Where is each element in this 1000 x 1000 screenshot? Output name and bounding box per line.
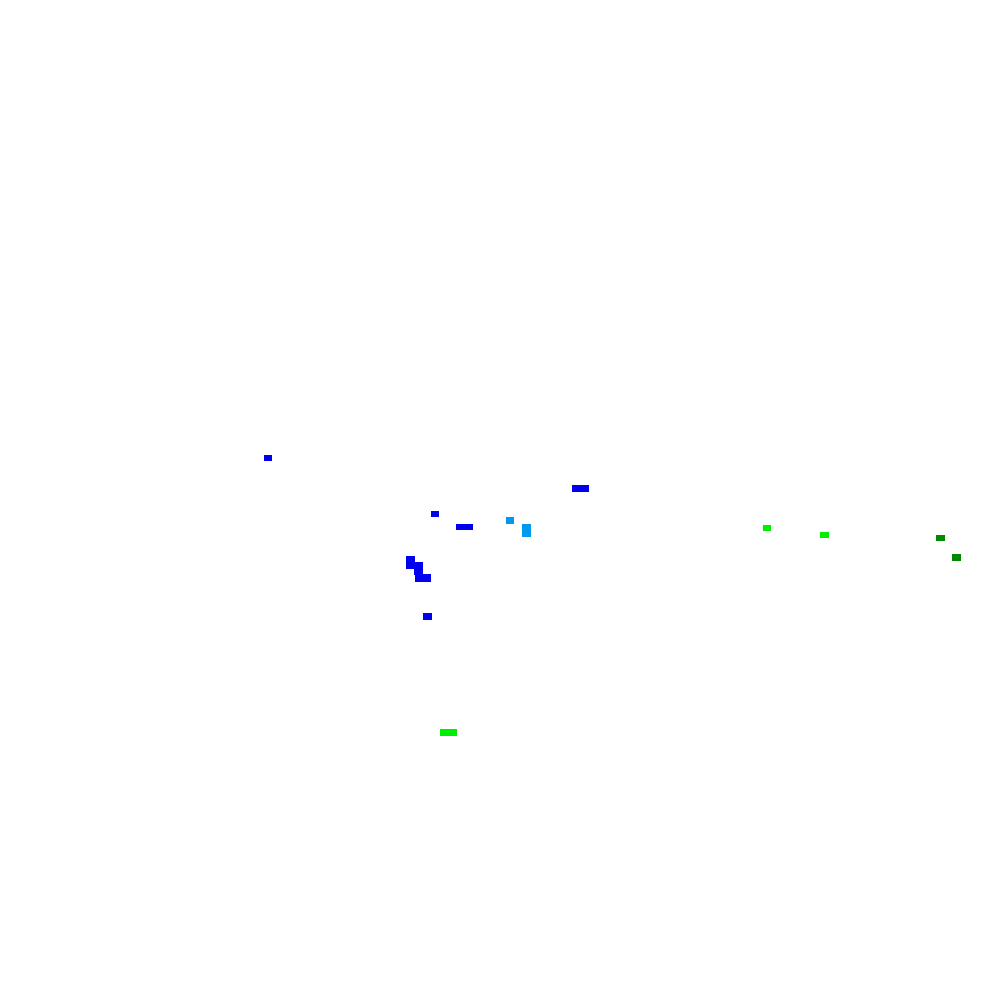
blue-patch bbox=[415, 574, 431, 582]
dark-green-patch bbox=[952, 554, 961, 561]
blue-patch bbox=[414, 562, 423, 575]
light-blue-patch bbox=[506, 517, 514, 524]
bright-green-patch bbox=[440, 729, 457, 736]
blue-patch bbox=[431, 511, 439, 517]
light-blue-patch bbox=[522, 524, 531, 537]
bright-green-patch bbox=[763, 525, 771, 531]
bright-green-patch bbox=[820, 532, 829, 538]
blue-patch bbox=[264, 455, 272, 461]
dark-green-patch bbox=[936, 535, 945, 541]
blue-patch bbox=[423, 613, 432, 620]
blue-patch bbox=[406, 556, 415, 569]
blue-patch bbox=[456, 524, 473, 530]
blue-patch bbox=[572, 485, 589, 492]
